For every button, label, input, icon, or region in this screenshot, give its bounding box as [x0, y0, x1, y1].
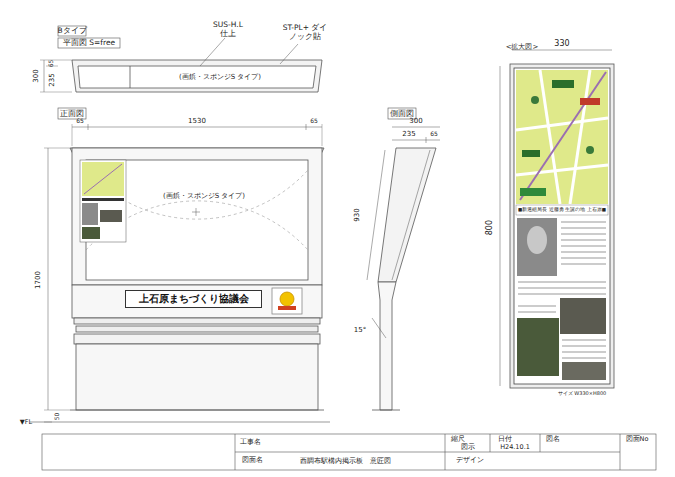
drawing-label: H24.10.1: [500, 444, 530, 451]
drawing-label: 日付: [498, 436, 512, 443]
drawing-label: (画鋲・スポンジS タイプ): [179, 73, 261, 81]
drawing-label: ▼FL: [20, 419, 32, 426]
drawing-label: 平面図 S=free: [63, 39, 115, 48]
drawing-label: 図面名: [242, 457, 263, 464]
drawing-label: (画鋲・スポンジS タイプ): [163, 192, 245, 200]
drawing-label: 330: [554, 39, 569, 48]
nameplate-box: 上石原まちづくり協議会: [125, 290, 262, 308]
drawing-label: 1530: [188, 117, 206, 125]
drawing-label: 縮尺: [451, 436, 465, 443]
drawing-label: 65: [49, 59, 56, 67]
drawing-label: Bタイプ: [57, 27, 86, 36]
drawing-label: SUS-H.L 仕上: [208, 21, 248, 38]
drawing-label: 65: [76, 118, 84, 125]
drawing-label: 1700: [34, 271, 42, 289]
drawing-label: ST-PL+ ダイノック貼: [279, 24, 331, 41]
drawing-label: 図示: [461, 444, 475, 451]
drawing-label: 図名: [546, 436, 560, 443]
drawing-label: 65: [310, 118, 318, 125]
drawing-label: 235: [48, 73, 56, 86]
drawing-label: 235: [402, 130, 415, 138]
drawing-label: 800: [485, 220, 494, 235]
drawing-label: 300: [409, 117, 422, 125]
drawing-label: 西調布駅構内掲示板 意匠図: [300, 457, 391, 465]
nameplate-text: 上石原まちづくり協議会: [139, 292, 249, 306]
drawing-label: 65: [430, 131, 438, 138]
drawing-label: 930: [353, 208, 361, 221]
drawing-label: 15°: [354, 326, 366, 334]
drawing-label: 300: [32, 69, 40, 82]
drawing-label: ■新選組局長 近藤勇 生誕の地 上石原■: [518, 207, 606, 212]
drawing-label: 50: [55, 412, 62, 420]
drawing-label: サイズ W330×H800: [558, 391, 607, 397]
drawing-label: 図面No: [626, 436, 649, 443]
drawing-label: デザイン: [456, 457, 484, 464]
drawing-label: <拡大図>: [506, 43, 539, 51]
drawing-label: 工事名: [240, 439, 261, 446]
